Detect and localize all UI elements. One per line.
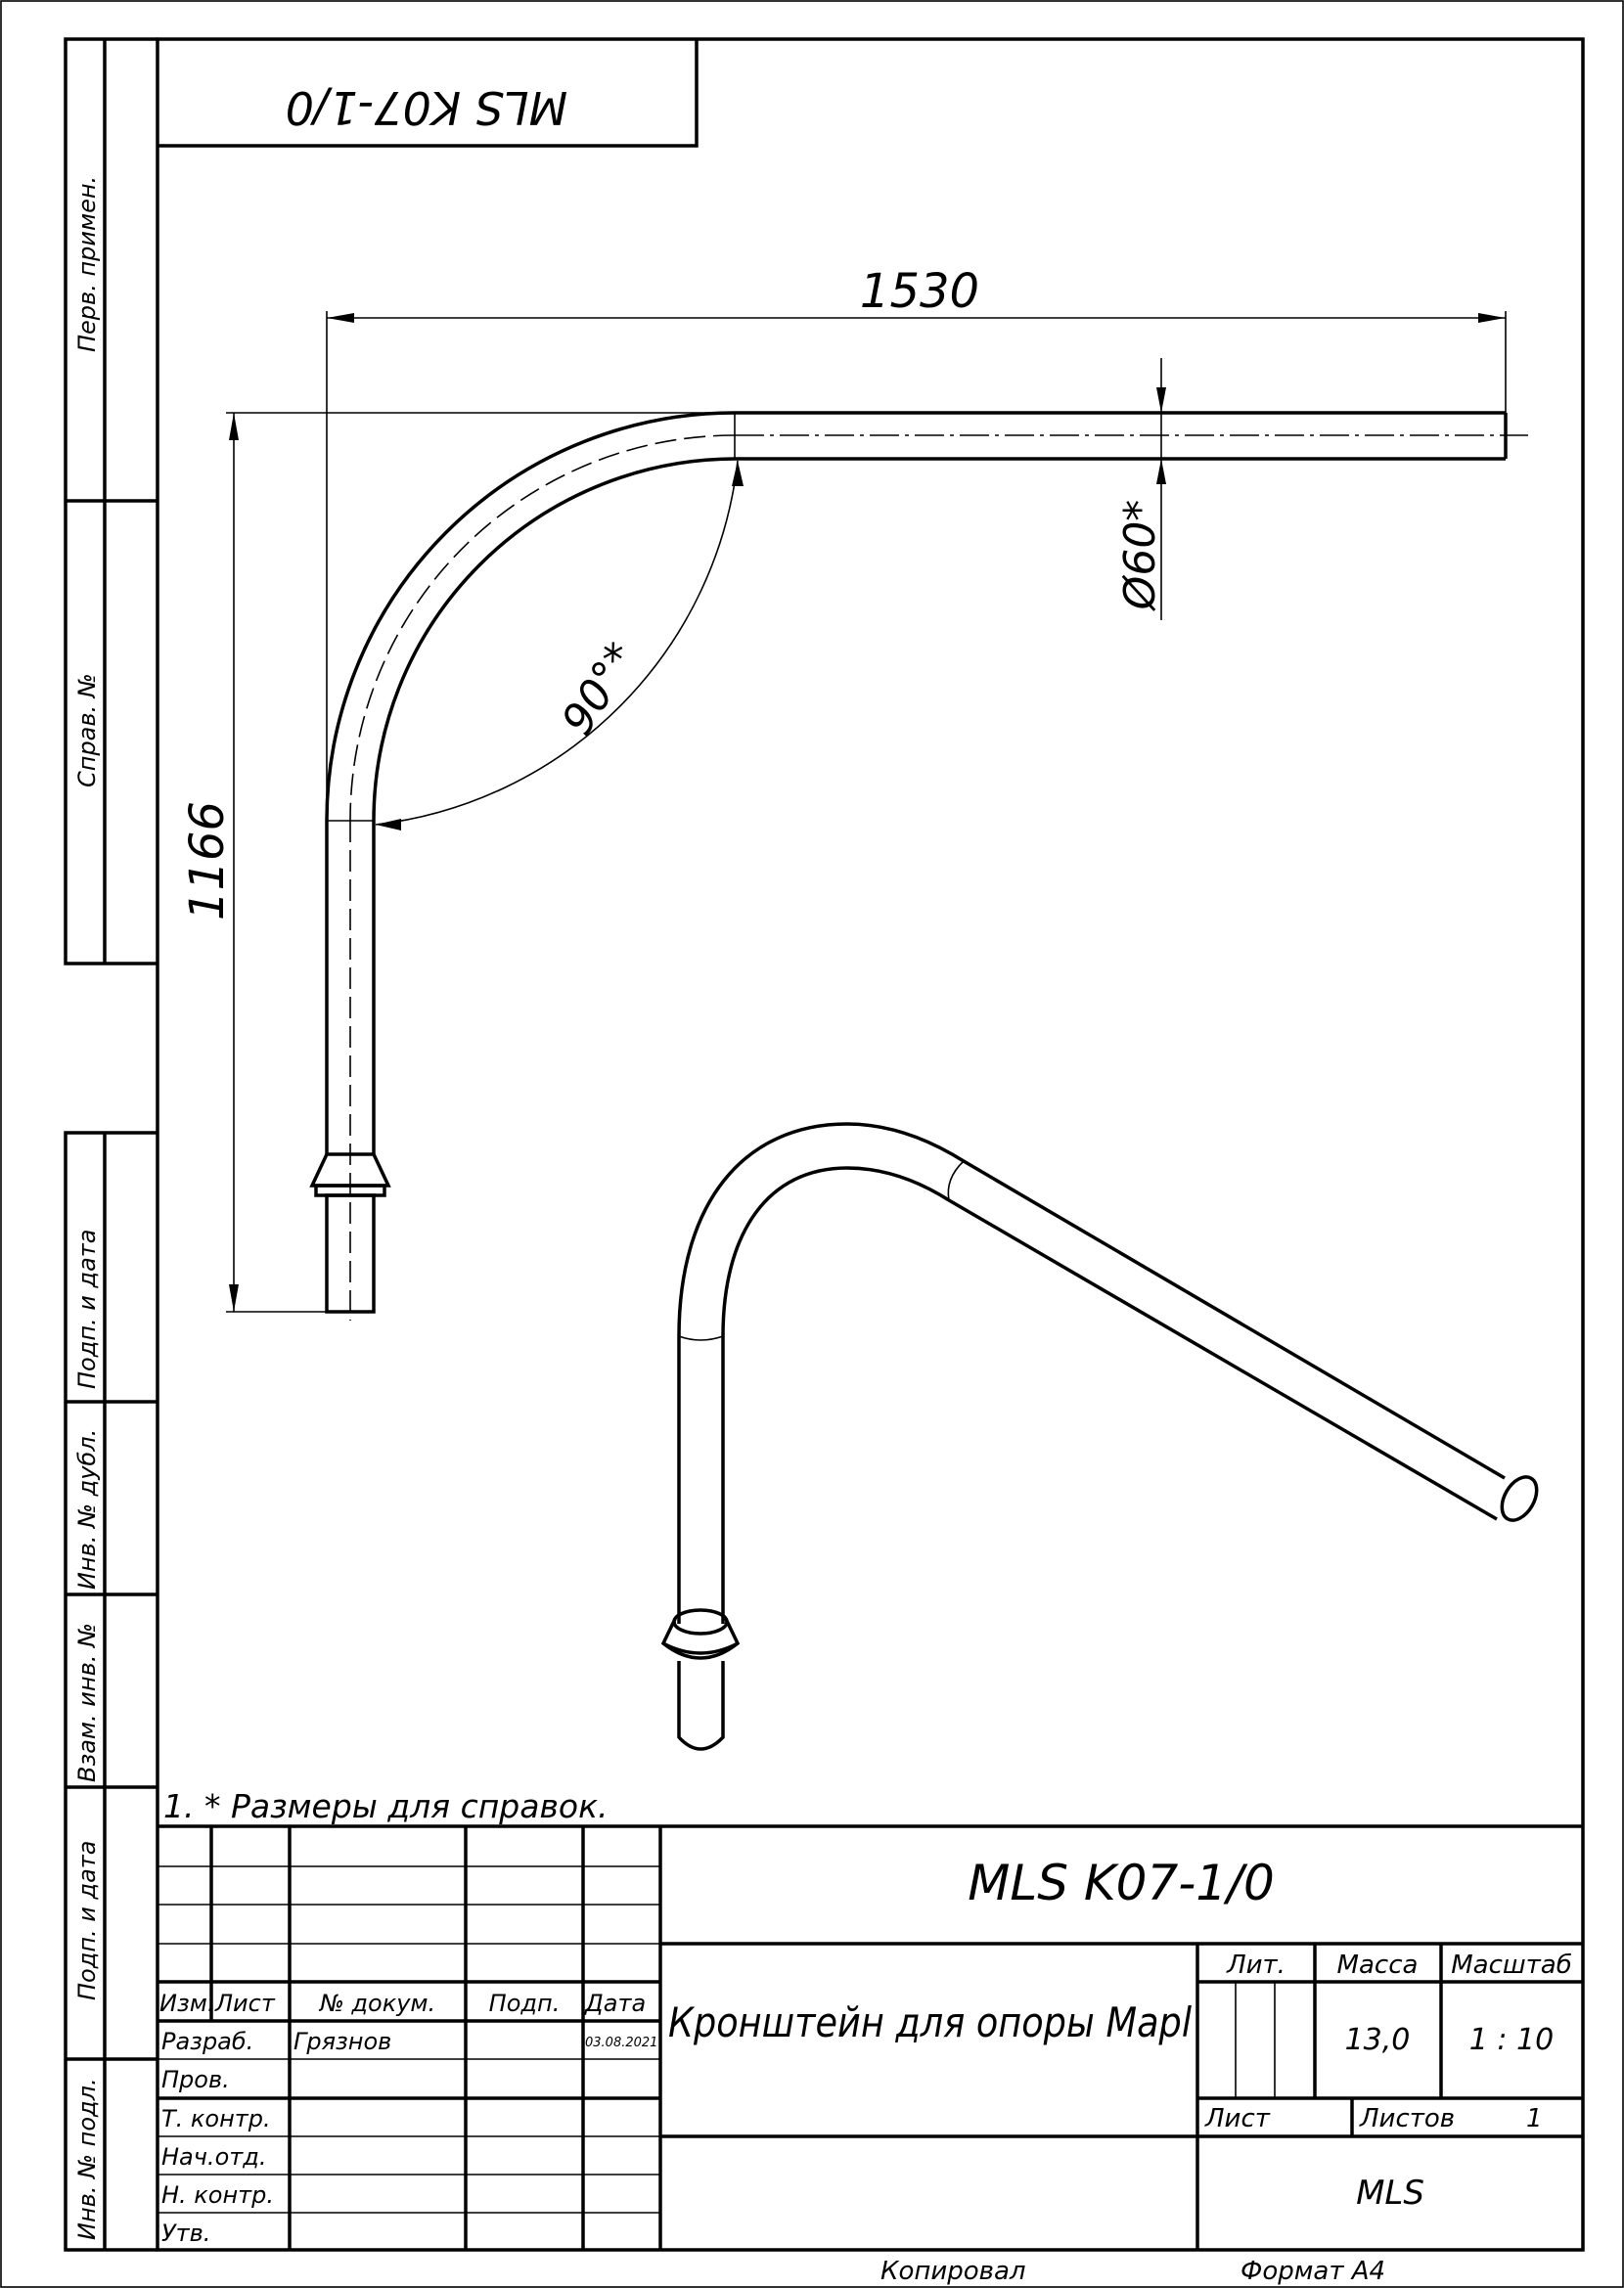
header-list: Лист: [214, 1990, 276, 2017]
pipe-end: [1500, 1475, 1539, 1522]
podp-data-label-1: Подп. и дата: [73, 1230, 101, 1390]
length-dimension-text: 1530: [860, 264, 979, 319]
role-prov: Пров.: [161, 2066, 230, 2093]
podp-data-label-2: Подп. и дата: [73, 1841, 101, 2001]
part-name: Кронштейн для опоры Mapl: [668, 1998, 1192, 2046]
diameter-dimension-text: Ø60*: [1115, 500, 1165, 612]
dimension-height: 1166: [180, 412, 735, 1313]
role-n-kontr: Н. контр.: [161, 2181, 274, 2209]
lit-label: Лит.: [1226, 1951, 1286, 1980]
inv-dubl-label: Инв. № дубл.: [73, 1429, 101, 1590]
developer-name: Грязнов: [293, 2028, 391, 2055]
dimension-length: 1530: [326, 264, 1507, 821]
dimension-angle: 90°*: [375, 460, 744, 830]
dimension-diameter: Ø60*: [1115, 358, 1166, 620]
isometric-view: [660, 1122, 1539, 1751]
header-podp: Подп.: [489, 1990, 561, 2017]
role-razrab: Разраб.: [161, 2028, 253, 2055]
angle-dimension-text: 90°*: [553, 634, 647, 743]
copied-label: Копировал: [880, 2257, 1026, 2286]
front-view: [309, 411, 1528, 1321]
scale-label: Масштаб: [1451, 1951, 1572, 1980]
mass-label: Масса: [1337, 1951, 1419, 1980]
side-strip-lower: Подп. и дата Инв. № дубл. Взам. инв. № П…: [64, 1131, 158, 2252]
developer-date: 03.08.2021: [585, 2036, 657, 2050]
drawing-frame: [156, 37, 1585, 2252]
scale-value: 1 : 10: [1469, 2023, 1554, 2057]
header-doc-no: № докум.: [318, 1990, 435, 2017]
sheets-label: Листов: [1359, 2104, 1455, 2133]
stamp-text: MLS K07-1/0: [286, 81, 567, 134]
mirrored-designation-stamp: MLS K07-1/0: [158, 39, 699, 148]
company-name: MLS: [1356, 2174, 1424, 2213]
inv-podl-label: Инв. № подл.: [73, 2078, 101, 2240]
sheet-label: Лист: [1204, 2104, 1271, 2133]
role-t-kontr: Т. контр.: [161, 2105, 271, 2132]
height-dimension-text: 1166: [180, 801, 235, 920]
designation: MLS K07-1/0: [968, 1855, 1275, 1911]
title-block: Изм. Лист № докум. Подп. Дата Разраб. Пр…: [158, 1824, 1583, 2250]
header-izm: Изм.: [159, 1990, 214, 2017]
role-nach-otd: Нач.отд.: [161, 2143, 266, 2171]
header-data: Дата: [584, 1990, 646, 2017]
role-utv: Утв.: [161, 2220, 210, 2247]
collar: [309, 1152, 391, 1188]
side-strip-upper: Перв. примен. Справ. №: [64, 37, 158, 965]
perv-primen-label: Перв. примен.: [73, 176, 101, 352]
sprav-no-label: Справ. №: [73, 673, 101, 787]
sheets-value: 1: [1526, 2104, 1543, 2133]
note-text: 1. * Размеры для справок.: [163, 1787, 609, 1825]
mass-value: 13,0: [1345, 2023, 1411, 2057]
vzam-inv-label: Взам. инв. №: [73, 1623, 101, 1782]
format-label: Формат A4: [1241, 2257, 1385, 2286]
